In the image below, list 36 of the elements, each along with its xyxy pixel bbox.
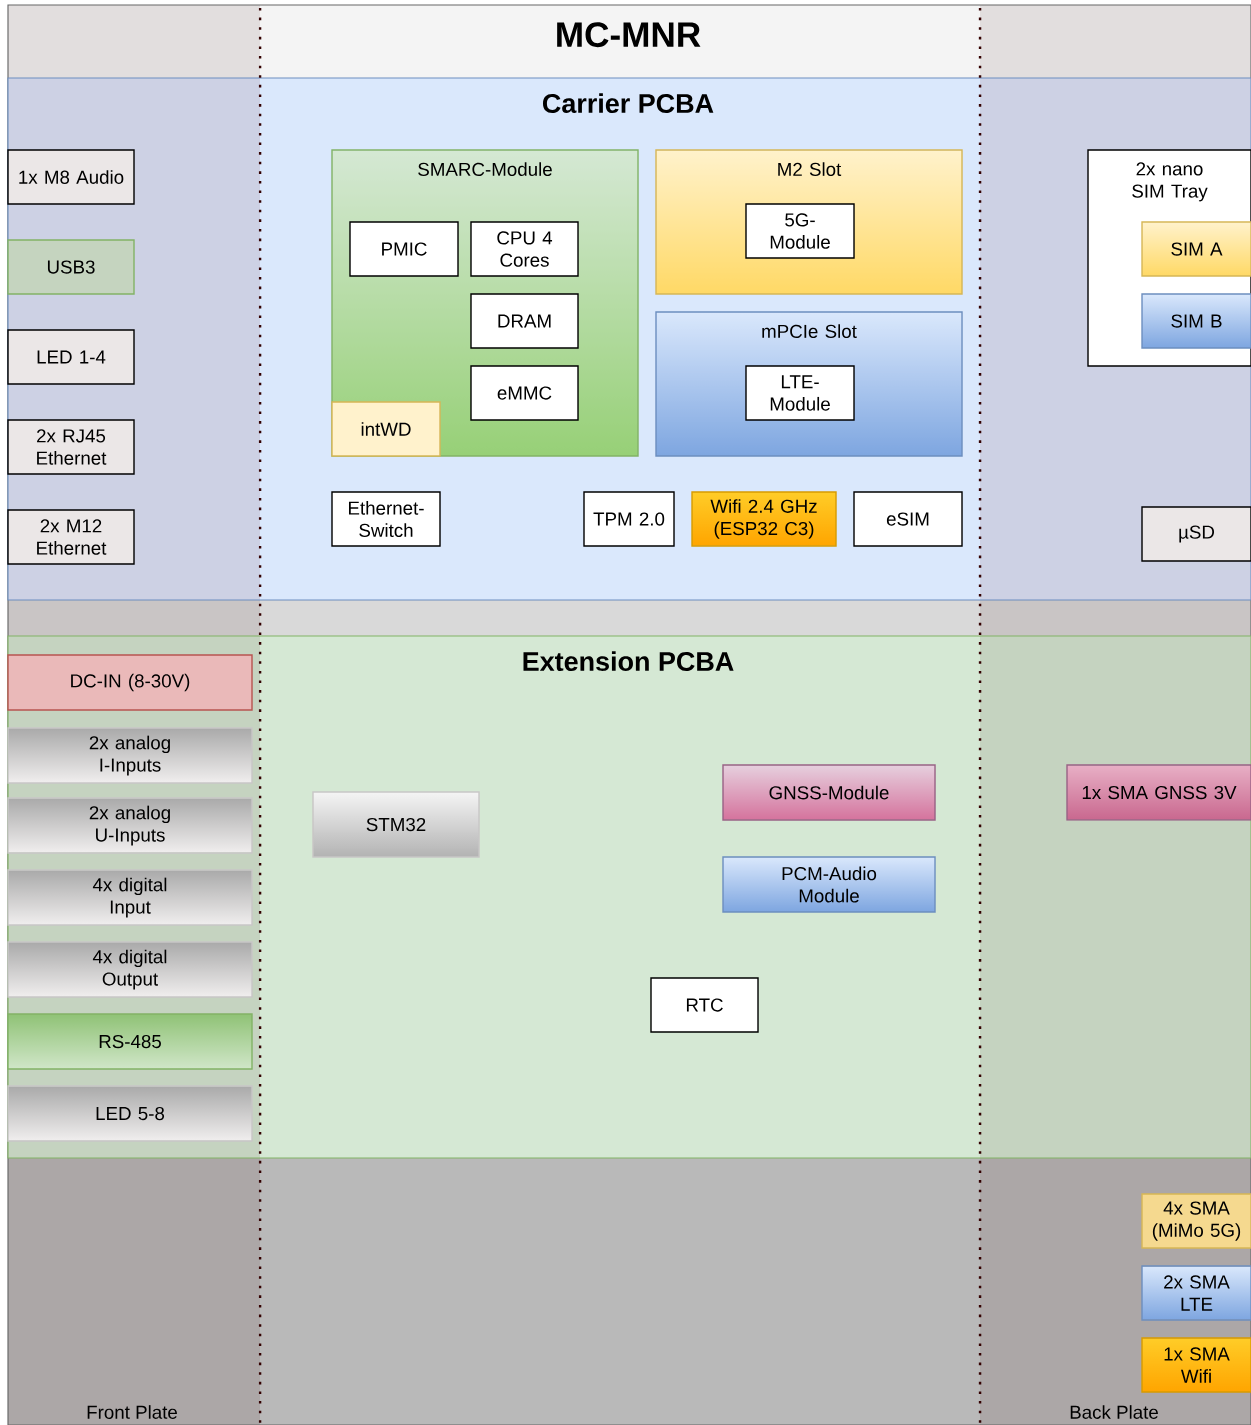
connector-box: 2x SMA LTE [1141, 1265, 1251, 1321]
component-box: CPU 4 Cores [470, 221, 579, 277]
connector-box: 1x SMA Wifi [1141, 1337, 1251, 1393]
component-box: Wifi 2.4 GHz (ESP32 C3) [691, 491, 837, 547]
component-box: STM32 [312, 791, 480, 858]
component-box: PCM-Audio Module [722, 856, 936, 913]
component-box: SIM B [1141, 293, 1251, 349]
connector-box: 2x analog I-Inputs [7, 727, 253, 784]
plate-label: Front Plate [87, 1405, 177, 1419]
connector-box: 2x analog U-Inputs [7, 797, 253, 854]
component-box: TPM 2.0 [583, 491, 675, 547]
component-box: 5G-Module [745, 203, 855, 259]
connector-box: 1x M8 Audio [7, 149, 135, 205]
component-box: LTE-Module [745, 365, 855, 421]
component-box: eMMC [470, 365, 579, 421]
component-box: SIM A [1141, 221, 1251, 277]
component-box: DRAM [470, 293, 579, 349]
component-box: GNSS-Module [722, 764, 936, 821]
connector-box: LED 1-4 [7, 329, 135, 385]
connector-box: 4x digital Input [7, 869, 253, 926]
component-box: Ethernet-Switch [331, 491, 441, 547]
component-box: intWD [331, 401, 441, 457]
component-box: eSIM [853, 491, 963, 547]
connector-box: µSD [1141, 506, 1251, 562]
connector-box: USB3 [7, 239, 135, 295]
connector-box: LED 5-8 [7, 1085, 253, 1142]
connector-box: DC-IN (8-30V) [7, 654, 253, 711]
connector-box: RS-485 [7, 1013, 253, 1070]
connector-box: 2x RJ45 Ethernet [7, 419, 135, 475]
component-box: RTC [650, 977, 759, 1033]
plate-label: Back Plate [1070, 1405, 1158, 1419]
connector-box: 4x SMA (MiMo 5G) [1141, 1193, 1251, 1249]
connector-box: 1x SMA GNSS 3V [1066, 764, 1251, 821]
connector-box: 4x digital Output [7, 941, 253, 998]
component-box: PMIC [349, 221, 459, 277]
connector-box: 2x M12 Ethernet [7, 509, 135, 565]
